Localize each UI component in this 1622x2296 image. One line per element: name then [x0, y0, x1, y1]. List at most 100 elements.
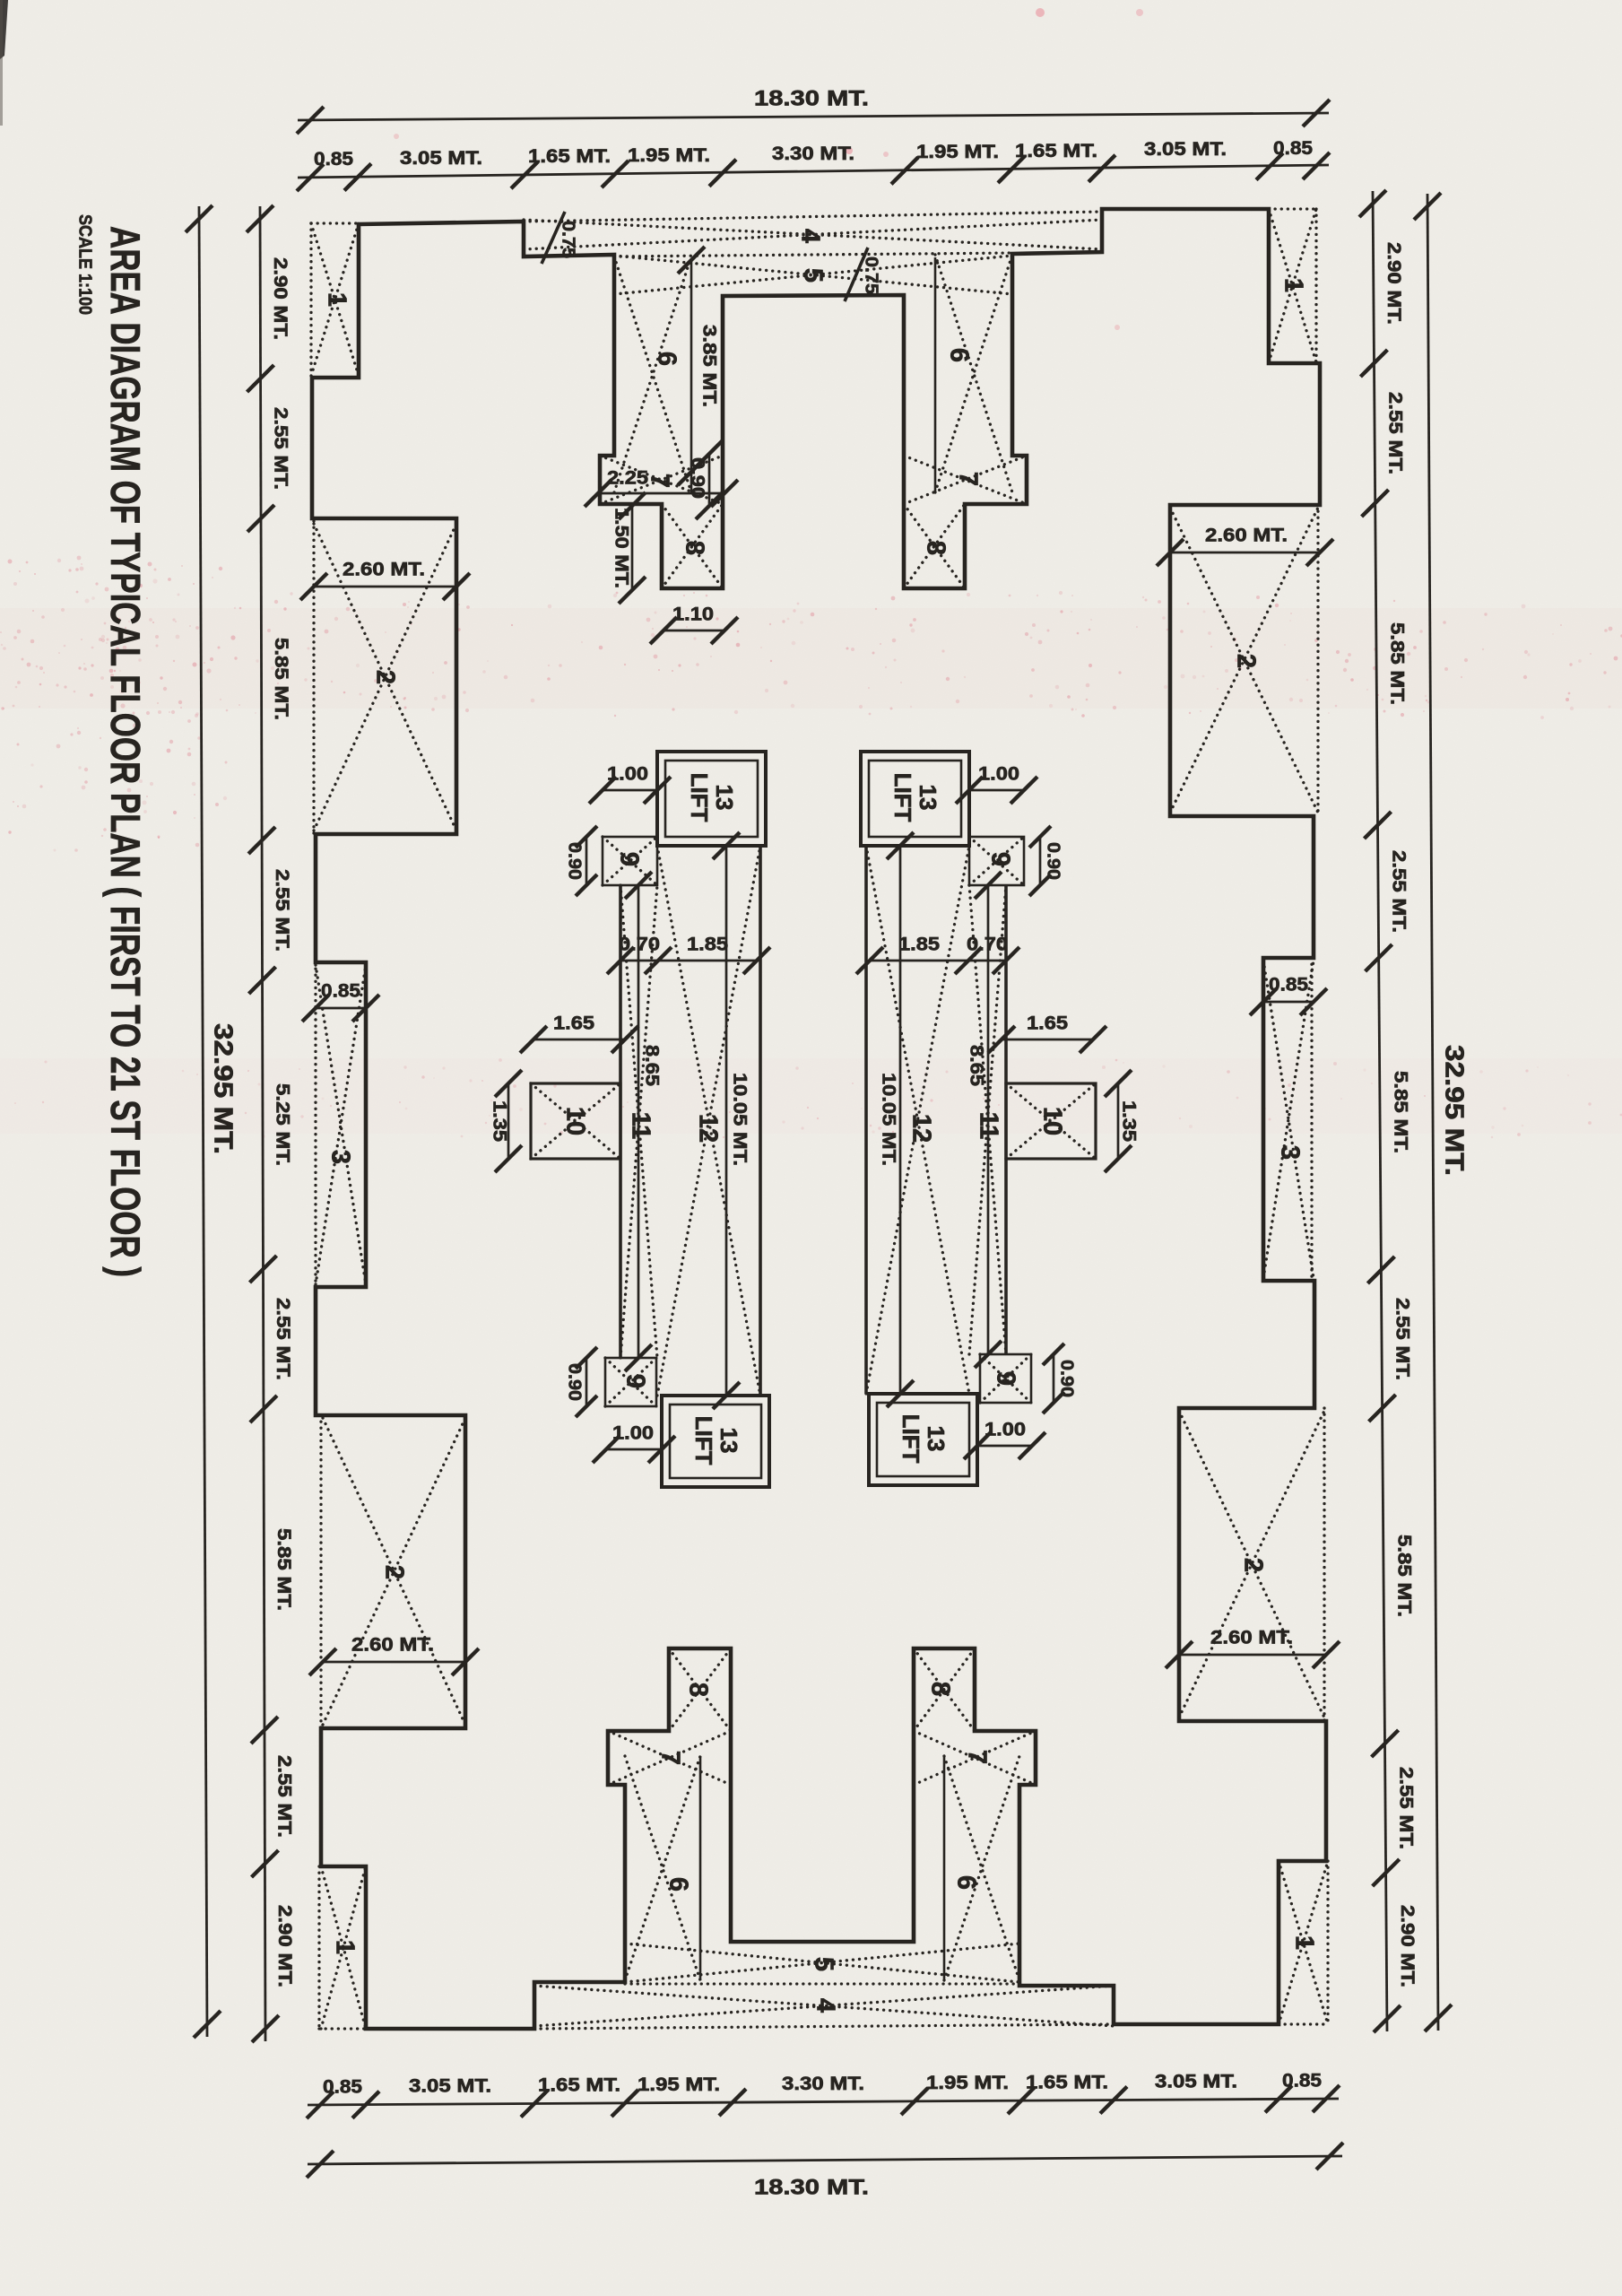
svg-text:12: 12 [693, 1114, 722, 1143]
svg-text:1.65 MT.: 1.65 MT. [528, 146, 611, 167]
svg-text:8: 8 [680, 541, 708, 555]
svg-text:0.90: 0.90 [565, 842, 585, 880]
svg-text:0.90: 0.90 [1057, 1360, 1077, 1397]
svg-text:3.05 MT.: 3.05 MT. [400, 148, 482, 169]
svg-text:0.75: 0.75 [862, 257, 881, 294]
svg-text:8.65: 8.65 [966, 1045, 986, 1086]
svg-text:1.00: 1.00 [978, 764, 1019, 785]
svg-text:12: 12 [906, 1114, 935, 1143]
svg-text:6: 6 [944, 348, 973, 362]
svg-text:3.05 MT.: 3.05 MT. [1155, 2071, 1237, 2092]
svg-text:13LIFT: 13LIFT [686, 773, 738, 822]
svg-text:2: 2 [1238, 1558, 1267, 1572]
svg-text:7: 7 [953, 472, 982, 486]
svg-text:1.65 MT.: 1.65 MT. [1026, 2072, 1108, 2092]
svg-text:8: 8 [925, 1682, 954, 1696]
svg-text:1.35: 1.35 [489, 1100, 509, 1142]
svg-text:2.60 MT.: 2.60 MT. [1205, 526, 1288, 546]
svg-text:2.55 MT.: 2.55 MT. [274, 1755, 295, 1838]
svg-text:32.95 MT.: 32.95 MT. [208, 1023, 237, 1154]
svg-text:7: 7 [655, 1751, 684, 1765]
svg-text:10: 10 [560, 1107, 589, 1135]
svg-text:11: 11 [626, 1112, 655, 1140]
svg-text:6: 6 [664, 1877, 692, 1892]
svg-text:1.00: 1.00 [984, 1420, 1026, 1440]
svg-text:13LIFT: 13LIFT [889, 773, 941, 822]
svg-text:2.55 MT.: 2.55 MT. [1389, 850, 1409, 933]
svg-text:13LIFT: 13LIFT [898, 1414, 950, 1464]
svg-text:1.00: 1.00 [612, 1423, 654, 1444]
svg-text:5.85 MT.: 5.85 MT. [273, 1528, 294, 1611]
svg-text:1.95 MT.: 1.95 MT. [916, 142, 999, 162]
svg-text:7: 7 [645, 474, 673, 488]
svg-text:2.25: 2.25 [607, 468, 648, 489]
svg-text:32.95 MT.: 32.95 MT. [1439, 1045, 1468, 1176]
svg-text:11: 11 [974, 1112, 1002, 1140]
svg-text:5: 5 [809, 1957, 837, 1971]
svg-text:1.65: 1.65 [1027, 1013, 1068, 1034]
svg-text:0.90: 0.90 [687, 457, 707, 499]
svg-text:1.10: 1.10 [672, 604, 714, 625]
svg-text:5.85 MT.: 5.85 MT. [1390, 1071, 1410, 1153]
svg-text:1: 1 [322, 292, 351, 307]
svg-text:2.90 MT.: 2.90 MT. [1383, 242, 1404, 325]
svg-text:5.25 MT.: 5.25 MT. [272, 1083, 292, 1166]
svg-text:18.30 MT.: 18.30 MT. [754, 86, 869, 110]
svg-text:0.85: 0.85 [321, 981, 360, 1002]
svg-text:1.65 MT.: 1.65 MT. [1015, 141, 1097, 161]
svg-text:1.35: 1.35 [1118, 1100, 1139, 1142]
svg-text:6: 6 [951, 1875, 980, 1890]
svg-text:5.85 MT.: 5.85 MT. [1387, 622, 1408, 705]
svg-text:2.55 MT.: 2.55 MT. [270, 407, 291, 490]
svg-text:10: 10 [1037, 1107, 1066, 1135]
svg-text:9: 9 [985, 852, 1014, 866]
svg-text:8.65: 8.65 [641, 1045, 662, 1086]
svg-text:2.60 MT.: 2.60 MT. [343, 560, 425, 580]
svg-text:4: 4 [811, 1998, 839, 2013]
svg-text:0.85: 0.85 [1282, 2071, 1322, 2092]
svg-text:2.60 MT.: 2.60 MT. [1210, 1628, 1293, 1648]
svg-text:SCALE 1:100: SCALE 1:100 [75, 214, 95, 315]
svg-text:1: 1 [1289, 1935, 1318, 1950]
svg-text:1.95 MT.: 1.95 MT. [926, 2073, 1009, 2093]
svg-text:2.90 MT.: 2.90 MT. [274, 1905, 295, 1987]
svg-text:5: 5 [798, 268, 827, 283]
svg-text:2.55 MT.: 2.55 MT. [1384, 392, 1405, 474]
svg-text:2.55 MT.: 2.55 MT. [1392, 1298, 1412, 1380]
svg-text:3.05 MT.: 3.05 MT. [409, 2076, 491, 2097]
svg-text:0.85: 0.85 [1273, 138, 1313, 159]
svg-text:1: 1 [330, 1940, 359, 1954]
svg-text:2.55 MT.: 2.55 MT. [272, 869, 292, 952]
svg-text:3.85 MT.: 3.85 MT. [698, 325, 719, 407]
svg-text:8: 8 [683, 1683, 712, 1697]
svg-text:1.00: 1.00 [607, 764, 648, 785]
svg-text:AREA DIAGRAM OF TYPICAL FLOOR: AREA DIAGRAM OF TYPICAL FLOOR PLAN ( FIR… [102, 226, 149, 1277]
svg-text:10.05 MT.: 10.05 MT. [729, 1073, 750, 1166]
svg-text:1.85: 1.85 [898, 935, 940, 955]
svg-text:1: 1 [1279, 278, 1307, 292]
svg-text:5.85 MT.: 5.85 MT. [1394, 1535, 1415, 1617]
svg-text:9: 9 [614, 852, 643, 866]
svg-text:18.30 MT.: 18.30 MT. [754, 2175, 869, 2199]
svg-text:2.90 MT.: 2.90 MT. [1397, 1905, 1418, 1987]
svg-text:2: 2 [370, 670, 399, 684]
svg-text:1.65: 1.65 [553, 1013, 594, 1034]
svg-text:2.55 MT.: 2.55 MT. [273, 1298, 293, 1380]
svg-text:0.90: 0.90 [1044, 842, 1063, 880]
svg-text:0.85: 0.85 [323, 2076, 362, 2097]
svg-text:3.30 MT.: 3.30 MT. [772, 144, 854, 164]
svg-text:1.95 MT.: 1.95 MT. [628, 145, 710, 166]
svg-text:8: 8 [921, 541, 950, 555]
svg-text:1.65 MT.: 1.65 MT. [538, 2075, 620, 2096]
svg-text:2.55 MT.: 2.55 MT. [1396, 1767, 1417, 1849]
svg-text:3.05 MT.: 3.05 MT. [1144, 139, 1227, 160]
svg-text:0.90: 0.90 [565, 1363, 585, 1401]
svg-text:2.60 MT.: 2.60 MT. [351, 1635, 434, 1656]
svg-text:3: 3 [325, 1150, 354, 1164]
svg-text:1.95 MT.: 1.95 MT. [638, 2074, 720, 2095]
svg-text:9: 9 [991, 1371, 1019, 1386]
svg-text:10.05 MT.: 10.05 MT. [878, 1073, 898, 1166]
svg-text:6: 6 [652, 352, 681, 366]
svg-text:5.85 MT.: 5.85 MT. [271, 638, 291, 720]
svg-text:9: 9 [620, 1374, 649, 1388]
